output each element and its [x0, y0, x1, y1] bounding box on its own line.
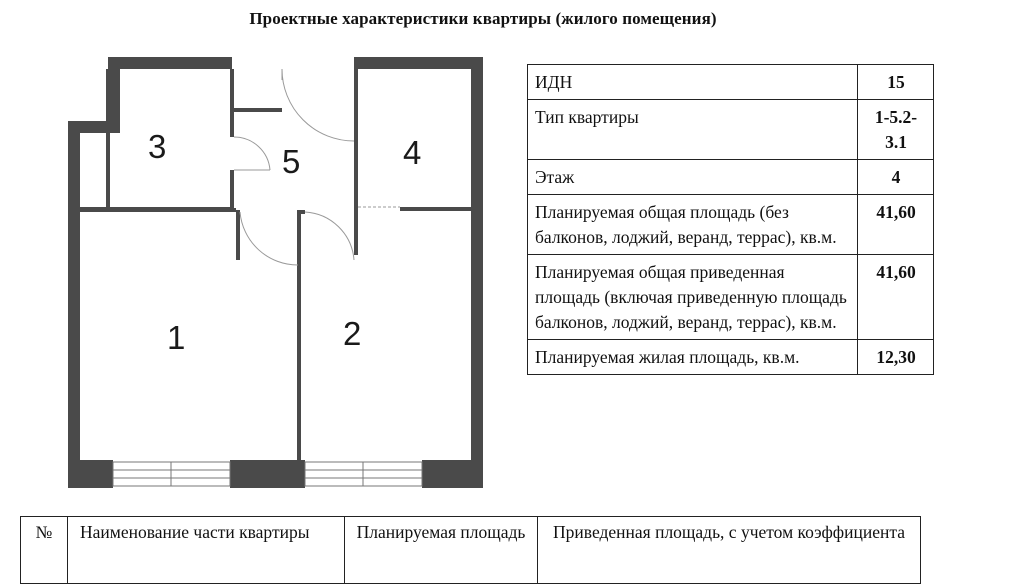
column-header-part-name: Наименование части квартиры — [67, 516, 345, 584]
table-row: ИДН 15 — [527, 64, 934, 100]
row-value: 41,60 — [857, 194, 934, 255]
row-value: 41,60 — [857, 254, 934, 340]
row-label: Тип квартиры — [527, 99, 858, 160]
row-label: ИДН — [527, 64, 858, 100]
table-row: Этаж 4 — [527, 159, 934, 195]
column-header-number: № — [20, 516, 68, 584]
document-title: Проектные характеристики квартиры (жилог… — [249, 9, 717, 28]
room-label-5: 5 — [282, 143, 301, 180]
row-label: Планируемая общая площадь (без балконов,… — [527, 194, 858, 255]
row-value: 1-5.2-3.1 — [857, 99, 934, 160]
table-row: Планируемая общая приведенная площадь (в… — [527, 254, 934, 340]
table-row: Планируемая общая площадь (без балконов,… — [527, 194, 934, 255]
table-header-row: № Наименование части квартиры Планируема… — [20, 516, 921, 584]
room-label-1: 1 — [167, 319, 186, 356]
room-label-3: 3 — [148, 128, 167, 165]
table-row: Планируемая жилая площадь, кв.м. 12,30 — [527, 339, 934, 375]
row-label: Планируемая жилая площадь, кв.м. — [527, 339, 858, 375]
row-label: Этаж — [527, 159, 858, 195]
row-value: 15 — [857, 64, 934, 100]
row-label: Планируемая общая приведенная площадь (в… — [527, 254, 858, 340]
characteristics-table: ИДН 15 Тип квартиры 1-5.2-3.1 Этаж 4 Пла… — [527, 64, 934, 375]
room-label-4: 4 — [403, 134, 422, 171]
floor-plan: 3 5 4 1 2 — [60, 50, 500, 500]
column-header-planned-area: Планируемая площадь — [344, 516, 538, 584]
table-row: Тип квартиры 1-5.2-3.1 — [527, 99, 934, 160]
row-value: 4 — [857, 159, 934, 195]
column-header-reduced-area: Приведенная площадь, с учетом коэффициен… — [537, 516, 921, 584]
floor-plan-drawing — [68, 57, 483, 488]
row-value: 12,30 — [857, 339, 934, 375]
room-label-2: 2 — [343, 315, 362, 352]
apartment-parts-table: № Наименование части квартиры Планируема… — [20, 516, 921, 584]
